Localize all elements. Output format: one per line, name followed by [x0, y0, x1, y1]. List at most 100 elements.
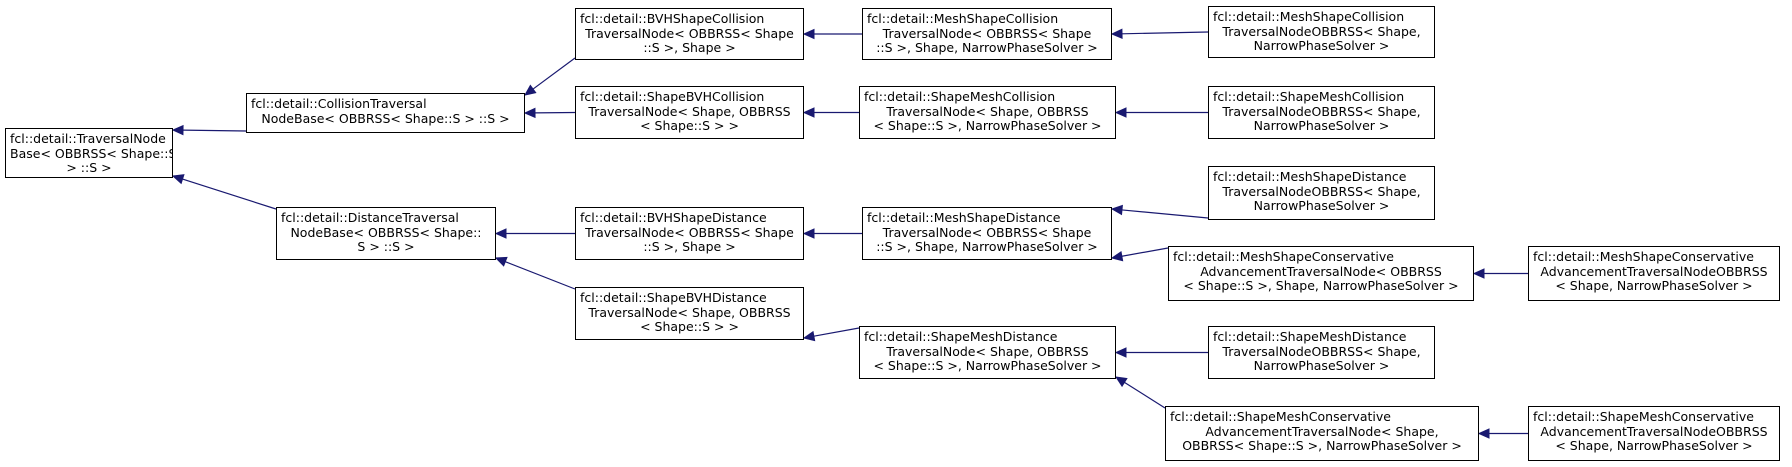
inheritance-edge-line [1121, 247, 1169, 257]
inheritance-edge-line [532, 57, 576, 90]
node-mesh-shape-conservative-advancement[interactable]: fcl::detail::MeshShapeConservative Advan… [1168, 246, 1474, 301]
node-label-line: NarrowPhaseSolver > [1253, 118, 1390, 133]
node-shape-mesh-conservative-advancement[interactable]: fcl::detail::ShapeMeshConservative Advan… [1165, 406, 1479, 461]
node-label-line: fcl::detail::ShapeMeshConservative [1533, 409, 1754, 424]
inheritance-arrowhead [523, 107, 536, 119]
node-label-line: AdvancementTraversalNode< OBBRSS [1200, 263, 1442, 279]
node-label-line: ::S >, Shape, NarrowPhaseSolver > [876, 239, 1098, 254]
node-label-line: ::S >, Shape > [643, 239, 736, 254]
node-traversal-node-base[interactable]: fcl::detail::TraversalNode Base< OBBRSS<… [5, 128, 173, 178]
inheritance-arrowhead [494, 228, 507, 239]
node-bvh-shape-collision[interactable]: fcl::detail::BVHShapeCollision Traversal… [575, 8, 804, 60]
inheritance-arrowhead [1110, 28, 1123, 40]
node-label-line: fcl::detail::CollisionTraversal [251, 96, 427, 111]
node-label-line: fcl::detail::MeshShapeDistance [1213, 169, 1407, 184]
node-label-line: ::S >, Shape, NarrowPhaseSolver > [876, 40, 1098, 55]
node-label-line: TraversalNodeOBBRSS< Shape, [1222, 23, 1421, 39]
node-label-line: fcl::detail::ShapeBVHCollision [580, 89, 765, 104]
node-mesh-shape-conservative-advancement-obbrss[interactable]: fcl::detail::MeshShapeConservative Advan… [1528, 246, 1780, 301]
inheritance-edge-line [182, 178, 277, 210]
node-label-line: < Shape::S > > [640, 319, 739, 334]
inheritance-arrowhead [802, 228, 815, 239]
inheritance-arrowhead [494, 256, 508, 267]
node-label-line: AdvancementTraversalNodeOBBRSS [1540, 263, 1768, 279]
node-label-line: fcl::detail::ShapeMeshDistance [864, 329, 1058, 344]
inheritance-arrowhead [1472, 268, 1485, 279]
node-label-line: fcl::detail::MeshShapeDistance [867, 210, 1061, 225]
inheritance-arrowhead [1114, 376, 1128, 388]
inheritance-edge-line [182, 129, 247, 132]
inheritance-arrowhead [1477, 428, 1490, 439]
node-shape-mesh-collision-obbrss[interactable]: fcl::detail::ShapeMeshCollision Traversa… [1208, 86, 1435, 139]
node-distance-traversal-node-base[interactable]: fcl::detail::DistanceTraversal NodeBase<… [276, 207, 496, 260]
node-label-line: fcl::detail::MeshShapeConservative [1173, 249, 1394, 264]
inheritance-edge-line [505, 261, 576, 290]
inheritance-arrowhead [802, 28, 815, 40]
node-label-line: AdvancementTraversalNode< Shape, [1205, 423, 1439, 439]
inheritance-arrowhead [171, 174, 185, 185]
node-label-line: fcl::detail::BVHShapeCollision [580, 11, 765, 26]
node-mesh-shape-distance-obbrss[interactable]: fcl::detail::MeshShapeDistance Traversal… [1208, 166, 1435, 220]
node-label-line: TraversalNode< Shape, OBBRSS [588, 304, 791, 320]
node-label-line: Base< OBBRSS< Shape::S [10, 145, 173, 161]
node-label-line: TraversalNode< OBBRSS< Shape [585, 25, 794, 41]
node-label-line: > ::S > [66, 160, 112, 175]
node-label-line: TraversalNode< OBBRSS< Shape [585, 224, 794, 240]
node-label-line: < Shape::S >, Shape, NarrowPhaseSolver > [1183, 278, 1459, 293]
node-label-line: TraversalNodeOBBRSS< Shape, [1222, 103, 1421, 119]
node-label-line: < Shape, NarrowPhaseSolver > [1555, 438, 1753, 453]
node-label-line: NodeBase< OBBRSS< Shape::S > ::S > [261, 110, 510, 126]
inheritance-edge-line [813, 327, 860, 337]
node-label-line: TraversalNode< Shape, OBBRSS [886, 343, 1089, 359]
node-label-line: NarrowPhaseSolver > [1253, 358, 1390, 373]
node-label-line: NarrowPhaseSolver > [1253, 38, 1390, 53]
node-label-line: TraversalNode< OBBRSS< Shape [882, 25, 1092, 41]
node-label-line: fcl::detail::MeshShapeCollision [867, 11, 1059, 26]
node-label-line: OBBRSS< Shape::S >, NarrowPhaseSolver > [1182, 438, 1462, 453]
node-label-line: fcl::detail::ShapeMeshCollision [864, 89, 1056, 104]
node-label-line: NodeBase< OBBRSS< Shape:: [290, 224, 482, 240]
node-label-line: fcl::detail::BVHShapeDistance [580, 210, 767, 225]
node-label-line: TraversalNodeOBBRSS< Shape, [1222, 343, 1421, 359]
inheritance-arrowhead [802, 107, 815, 118]
inheritance-arrowhead [1114, 107, 1127, 118]
node-label-line: < Shape::S > > [640, 118, 739, 133]
node-label-line: fcl::detail::TraversalNode [10, 131, 166, 146]
node-label-line: fcl::detail::ShapeBVHDistance [580, 290, 767, 305]
inheritance-arrowhead [1114, 347, 1127, 358]
node-label-line: TraversalNodeOBBRSS< Shape, [1222, 183, 1421, 199]
inheritance-arrowhead [171, 124, 184, 136]
inheritance-arrowhead [1110, 204, 1123, 216]
node-shape-mesh-collision[interactable]: fcl::detail::ShapeMeshCollision Traversa… [859, 86, 1116, 139]
inheritance-arrowhead [524, 84, 537, 96]
inheritance-arrowhead [1110, 250, 1124, 262]
node-shape-bvh-distance[interactable]: fcl::detail::ShapeBVHDistance TraversalN… [575, 287, 804, 340]
node-shape-mesh-conservative-advancement-obbrss[interactable]: fcl::detail::ShapeMeshConservative Advan… [1528, 406, 1780, 461]
node-bvh-shape-distance[interactable]: fcl::detail::BVHShapeDistance TraversalN… [575, 207, 804, 260]
node-label-line: fcl::detail::DistanceTraversal [281, 210, 459, 225]
node-mesh-shape-collision-obbrss[interactable]: fcl::detail::MeshShapeCollision Traversa… [1208, 6, 1435, 58]
node-label-line: fcl::detail::MeshShapeCollision [1213, 9, 1405, 24]
node-label-line: fcl::detail::ShapeMeshDistance [1213, 329, 1407, 344]
node-mesh-shape-collision[interactable]: fcl::detail::MeshShapeCollision Traversa… [862, 8, 1112, 60]
node-label-line: ::S >, Shape > [643, 40, 736, 55]
inheritance-arrowhead [802, 330, 816, 342]
node-label-line: fcl::detail::ShapeMeshConservative [1170, 409, 1391, 424]
node-shape-mesh-distance[interactable]: fcl::detail::ShapeMeshDistance Traversal… [859, 326, 1116, 379]
node-label-line: TraversalNode< Shape, OBBRSS [886, 103, 1089, 119]
node-label-line: TraversalNode< Shape, OBBRSS [588, 103, 791, 119]
node-shape-bvh-collision[interactable]: fcl::detail::ShapeBVHCollision Traversal… [575, 86, 804, 139]
node-shape-mesh-distance-obbrss[interactable]: fcl::detail::ShapeMeshDistance Traversal… [1208, 326, 1435, 379]
node-label-line: AdvancementTraversalNodeOBBRSS [1540, 423, 1768, 439]
inheritance-edge-line [1124, 381, 1166, 409]
node-label-line: TraversalNode< OBBRSS< Shape [882, 224, 1092, 240]
node-label-line: fcl::detail::ShapeMeshCollision [1213, 89, 1405, 104]
node-mesh-shape-distance[interactable]: fcl::detail::MeshShapeDistance Traversal… [862, 207, 1112, 260]
node-label-line: < Shape::S >, NarrowPhaseSolver > [873, 358, 1102, 373]
node-collision-traversal-node-base[interactable]: fcl::detail::CollisionTraversal NodeBase… [246, 93, 525, 133]
node-label-line: fcl::detail::MeshShapeConservative [1533, 249, 1754, 264]
node-label-line: < Shape::S >, NarrowPhaseSolver > [873, 118, 1102, 133]
inheritance-edge-line [1121, 31, 1209, 35]
